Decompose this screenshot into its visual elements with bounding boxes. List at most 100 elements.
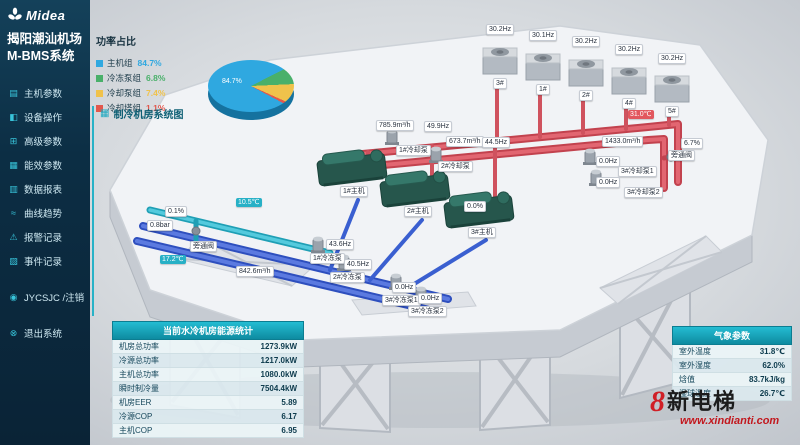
- chiller-1[interactable]: [316, 147, 388, 187]
- weather-title: 气象参数: [672, 326, 792, 345]
- cooling-pump-2[interactable]: [429, 146, 443, 163]
- sidebar-item-adv-params[interactable]: ⊞ 高级参数: [0, 129, 90, 153]
- sidebar-item-host-params-label: 主机参数: [24, 89, 63, 100]
- stat-label: 湿球温度: [679, 389, 711, 398]
- sidebar-item-alarm-log[interactable]: ⚠报警记录: [0, 225, 90, 249]
- sidebar-item-host-params-icon: ▤: [9, 87, 18, 98]
- stat-value: 83.7kJ/kg: [748, 375, 785, 384]
- sidebar-item-device-ops[interactable]: ◧设备操作: [0, 105, 90, 129]
- legend-item: 主机组 84.7%: [96, 57, 206, 69]
- brand-wordmark: Midea: [26, 7, 66, 23]
- stat-value: 7504.4kW: [260, 384, 297, 393]
- legend-swatch: [96, 104, 103, 112]
- stat-label: 冷源总功率: [119, 356, 159, 365]
- cooling-tower-1[interactable]: [525, 53, 561, 81]
- cooling-tower-2[interactable]: [568, 59, 604, 87]
- sidebar-item-data-report-icon: ▥: [9, 183, 18, 194]
- legend-swatch: [96, 74, 103, 82]
- sidebar-item-trend-curve[interactable]: ≈ 曲线趋势: [0, 201, 90, 225]
- pie-slice-label: 84.7%: [222, 78, 242, 85]
- sidebar-item-exit-icon: ⊗: [9, 327, 18, 338]
- legend-swatch: [96, 89, 103, 97]
- table-row: 焓值 83.7kJ/kg: [672, 373, 792, 387]
- cooling-tower-3[interactable]: [482, 47, 518, 75]
- stat-value: 1217.0kW: [260, 356, 297, 365]
- system-title-line2: M-BMS系统: [7, 49, 75, 63]
- sidebar-item-event-log-label: 事件记录: [24, 257, 63, 268]
- sidebar-item-account-icon: ◉: [9, 291, 18, 302]
- stat-label: 主机COP: [119, 426, 153, 435]
- stat-value: 6.17: [281, 412, 297, 421]
- stat-label: 主机总功率: [119, 370, 159, 379]
- sidebar-item-exit-label: 退出系统: [24, 329, 63, 340]
- stat-label: 焓值: [679, 375, 695, 384]
- cooling-tower-5[interactable]: [654, 75, 690, 103]
- sidebar-item-event-log-icon: ▨: [9, 255, 18, 266]
- sidebar-item-event-log[interactable]: ▨ 事件记录: [0, 249, 90, 273]
- sidebar-item-energy-params-icon: ▦: [9, 159, 18, 170]
- sidebar-item-alarm-log-icon: ⚠: [9, 231, 18, 242]
- legend-value: 6.8%: [146, 73, 166, 83]
- sidebar-item-trend-curve-label: 曲线趋势: [24, 209, 63, 220]
- sidebar-item-adv-params-icon: ⊞: [9, 135, 18, 146]
- chilled-pump-1[interactable]: [311, 236, 325, 253]
- table-row: 瞬时制冷量 7504.4kW: [112, 382, 304, 396]
- legend-label: 冷却塔组: [107, 103, 142, 113]
- sidebar-item-energy-params[interactable]: ▦能效参数: [0, 153, 90, 177]
- legend-item: 冷冻泵组 6.8%: [96, 72, 206, 84]
- legend-value: 84.7%: [137, 58, 162, 68]
- legend-label: 主机组: [107, 58, 133, 68]
- xindianti-logo-icon: 8: [650, 385, 665, 418]
- chiller-2[interactable]: [379, 168, 451, 208]
- sidebar-item-account[interactable]: ◉JYCSJC /注销: [0, 285, 90, 309]
- cooling-tower-4[interactable]: [611, 67, 647, 95]
- sidebar: Midea 揭阳潮汕机场 M-BMS系统 ▤主机参数◧设备操作⊞高级参数▦能效参…: [0, 0, 90, 445]
- legend-label: 冷冻泵组: [107, 73, 142, 83]
- chilled-pump-3b[interactable]: [414, 286, 428, 303]
- tab-cooling-plant-diagram[interactable]: ▦ 制冷机房系统图: [100, 106, 183, 121]
- cooling-pump-1[interactable]: [385, 128, 399, 145]
- cooling-pump-3b[interactable]: [589, 169, 603, 186]
- stat-label: 室外温度: [679, 347, 711, 356]
- sidebar-item-adv-params-label: 高级参数: [24, 137, 63, 148]
- chilled-pump-3a[interactable]: [389, 273, 403, 290]
- energy-stats-title: 当前水冷机房能源统计: [112, 321, 304, 340]
- sidebar-item-exit[interactable]: ⊗ 退出系统: [0, 321, 90, 345]
- sidebar-item-data-report-label: 数据报表: [24, 185, 63, 196]
- stat-value: 6.95: [281, 426, 297, 435]
- condenser-bypass-valve[interactable]: [666, 152, 676, 162]
- legend-swatch: [96, 59, 103, 67]
- sidebar-menu: ▤ 主机参数 ◧设备操作 ⊞ 高级参数 ▦能效参数 ▥ 数据报表 ≈ 曲线趋势 ⚠报警记录 ▨ 事件记录…: [0, 81, 90, 345]
- table-row: 主机总功率 1080.0kW: [112, 368, 304, 382]
- table-row: 主机COP 6.95: [112, 424, 304, 438]
- stat-value: 31.8℃: [759, 347, 785, 356]
- cooling-pump-3a[interactable]: [583, 148, 597, 165]
- stat-label: 机房EER: [119, 398, 152, 407]
- pie-surface: [208, 60, 294, 112]
- sidebar-item-device-ops-icon: ◧: [9, 111, 18, 122]
- sidebar-item-data-report[interactable]: ▥ 数据报表: [0, 177, 90, 201]
- sidebar-accent-divider: [92, 106, 94, 316]
- chilled-bypass-valve[interactable]: [191, 226, 201, 236]
- table-row: 室外温度 31.8℃: [672, 345, 792, 359]
- sidebar-item-trend-curve-icon: ≈: [11, 208, 16, 218]
- watermark-url: www.xindianti.com: [680, 415, 780, 427]
- stat-value: 1080.0kW: [260, 370, 297, 379]
- pie-chart-title: 功率占比: [96, 37, 136, 48]
- chilled-pump-2[interactable]: [337, 254, 351, 271]
- legend-label: 冷却泵组: [107, 88, 142, 98]
- xindianti-watermark: 8 新电梯 www.xindianti.com: [650, 384, 780, 428]
- sidebar-item-host-params[interactable]: ▤ 主机参数: [0, 81, 90, 105]
- stat-label: 瞬时制冷量: [119, 384, 159, 393]
- table-row: 冷源总功率 1217.0kW: [112, 354, 304, 368]
- stat-value: 62.0%: [762, 361, 785, 370]
